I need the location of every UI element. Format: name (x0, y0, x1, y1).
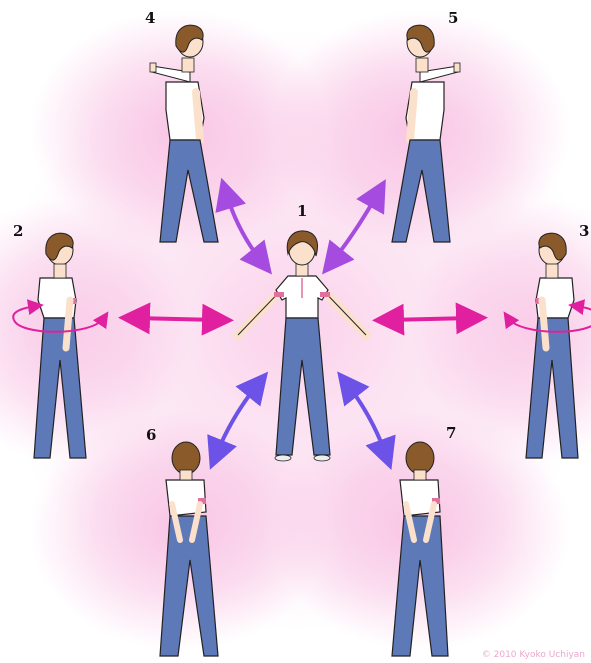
pose-number-6: 6 (146, 428, 156, 443)
pose-number-3: 3 (579, 224, 589, 239)
pose-number-1: 1 (297, 204, 307, 219)
copyright-credit: © 2010 Kyoko Uchiyan (482, 650, 585, 660)
pose-number-4: 4 (145, 11, 155, 26)
pose-number-2: 2 (13, 224, 23, 239)
pose-number-7: 7 (446, 426, 456, 441)
arrow-1-to-2 (134, 318, 218, 320)
pose-number-5: 5 (448, 11, 458, 26)
arrow-1-to-3 (388, 318, 472, 320)
